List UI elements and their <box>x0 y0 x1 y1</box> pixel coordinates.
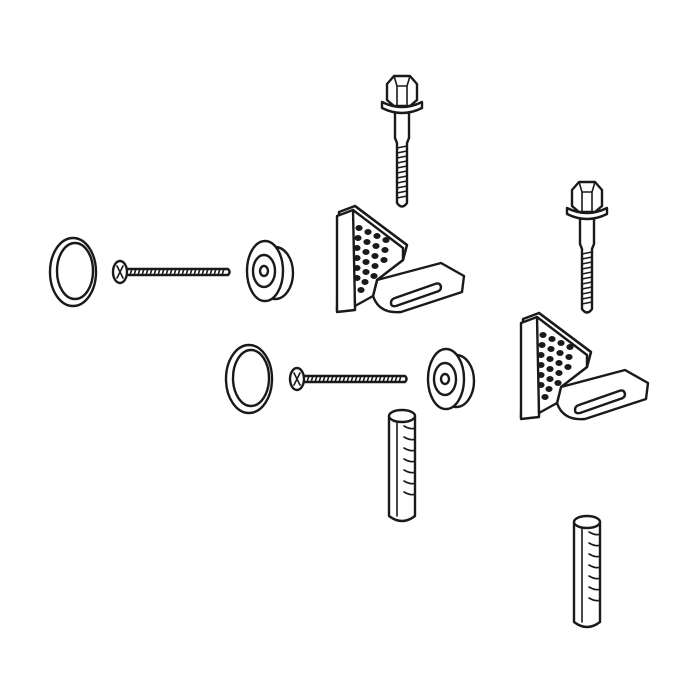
wall-plug-left <box>387 408 417 523</box>
wall-plug-right <box>572 514 602 629</box>
hex-bolt-right <box>565 180 609 314</box>
cap-back-upper <box>245 239 295 303</box>
l-bracket-left <box>335 204 466 314</box>
l-bracket-right <box>519 311 650 421</box>
cap-front-upper <box>48 236 98 308</box>
machine-screw-lower <box>288 366 408 392</box>
hex-bolt-left <box>380 74 424 208</box>
machine-screw-upper <box>111 259 231 285</box>
cap-back-lower <box>426 347 476 411</box>
cap-front-lower <box>224 343 274 415</box>
